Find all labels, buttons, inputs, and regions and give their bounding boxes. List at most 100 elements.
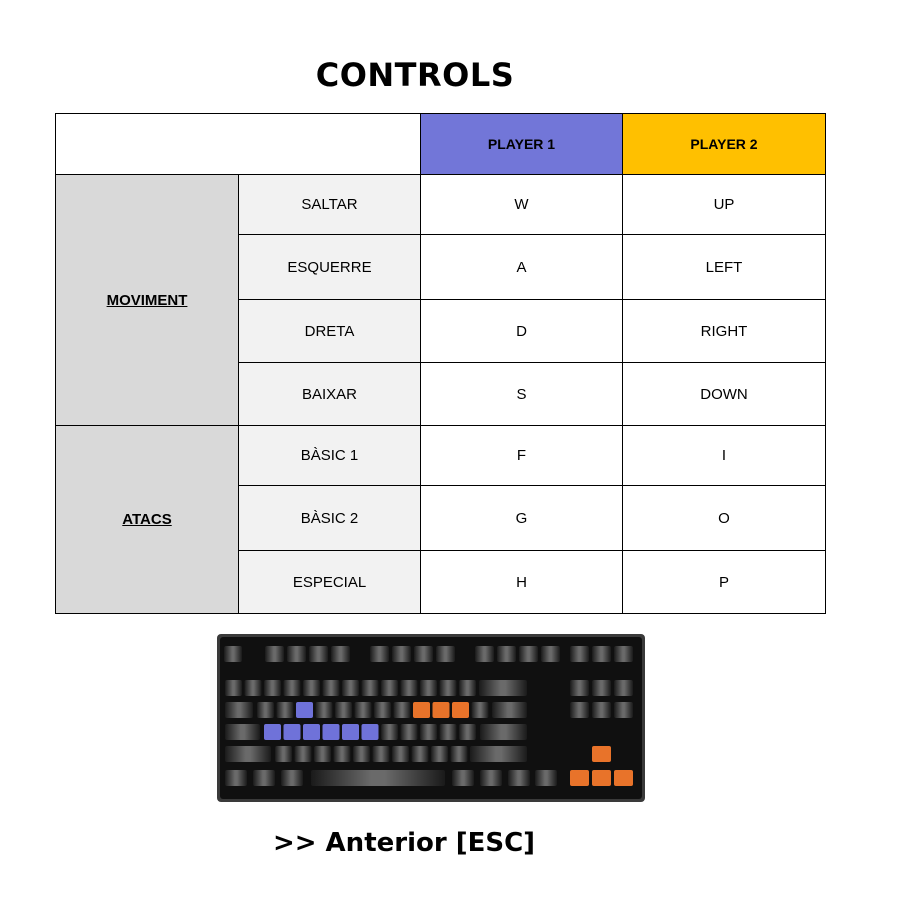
p2-key-cell: UP — [622, 174, 826, 235]
keyboard-key — [335, 702, 352, 718]
keyboard-key — [265, 646, 284, 662]
keyboard-key — [253, 770, 275, 786]
keyboard-key — [470, 746, 527, 762]
keyboard-key — [480, 724, 527, 740]
p1-key-cell: A — [420, 234, 623, 300]
group-atacs: ATACS — [55, 425, 239, 614]
keyboard-key — [372, 746, 390, 762]
keyboard-key — [541, 646, 560, 662]
keyboard-key — [492, 702, 527, 718]
keyboard-key — [459, 724, 476, 740]
keyboard-key — [411, 746, 429, 762]
p2-key-cell: I — [622, 425, 826, 486]
keyboard-key — [225, 724, 260, 740]
keyboard-key — [570, 770, 589, 786]
p2-key-cell: O — [622, 485, 826, 551]
keyboard-key — [303, 680, 320, 696]
keyboard-key — [420, 724, 437, 740]
keyboard-key — [361, 680, 379, 696]
header-player2: PLAYER 2 — [622, 113, 826, 175]
keyboard-key — [225, 770, 247, 786]
keyboard-key — [315, 702, 333, 718]
action-cell: BÀSIC 2 — [238, 485, 421, 551]
keyboard-key — [281, 770, 303, 786]
keyboard-key — [393, 702, 411, 718]
keyboard-key — [614, 702, 633, 718]
table-row: MOVIMENT SALTAR W UP — [55, 174, 826, 426]
keyboard-key — [414, 646, 433, 662]
keyboard-key — [381, 680, 398, 696]
keyboard-key — [392, 646, 411, 662]
keyboard-key — [264, 724, 281, 740]
keyboard-key — [322, 724, 340, 740]
action-cell: ESPECIAL — [238, 550, 421, 614]
keyboard-key — [452, 702, 469, 718]
keyboard-icon — [217, 634, 645, 802]
keyboard-key — [283, 680, 301, 696]
keyboard-key — [342, 680, 359, 696]
keyboard-key — [354, 702, 372, 718]
keyboard-key — [225, 746, 271, 762]
keyboard-key — [342, 724, 359, 740]
keyboard-key — [294, 746, 312, 762]
keyboard-key — [225, 680, 242, 696]
keyboard-key — [432, 702, 450, 718]
table-row: BAIXAR S DOWN — [56, 362, 826, 426]
action-cell: ESQUERRE — [238, 234, 421, 300]
keyboard-key — [592, 702, 611, 718]
keyboard-key — [400, 724, 418, 740]
keyboard-key — [264, 680, 281, 696]
keyboard-key — [570, 702, 589, 718]
action-cell: BAIXAR — [238, 362, 421, 426]
table-row: ATACS BÀSIC 1 F I — [55, 425, 826, 614]
keyboard-key — [471, 702, 489, 718]
page-title: CONTROLS — [315, 56, 515, 94]
keyboard-key — [322, 680, 340, 696]
keyboard-key — [570, 646, 589, 662]
table-row: BÀSIC 2 G O — [56, 485, 826, 551]
keyboard-key — [353, 746, 370, 762]
p2-key-cell: DOWN — [622, 362, 826, 426]
keyboard-key — [311, 770, 445, 786]
keyboard-key — [257, 702, 274, 718]
keyboard-key — [283, 724, 301, 740]
keyboard-key — [519, 646, 538, 662]
keyboard-key — [413, 702, 430, 718]
table-header-row: PLAYER 1 PLAYER 2 — [55, 113, 826, 175]
p2-key-cell: LEFT — [622, 234, 826, 300]
keyboard-key — [431, 746, 448, 762]
keyboard-key — [450, 746, 468, 762]
table-row: ESPECIAL H P — [56, 550, 826, 614]
keyboard-key — [244, 680, 262, 696]
keyboard-key — [497, 646, 516, 662]
keyboard-key — [436, 646, 455, 662]
keyboard-key — [314, 746, 331, 762]
p1-key-cell: G — [420, 485, 623, 551]
keyboard-key — [592, 770, 611, 786]
back-link[interactable]: >> Anterior [ESC] — [272, 828, 536, 858]
keyboard-image — [217, 634, 645, 807]
keyboard-key — [276, 702, 294, 718]
keyboard-key — [614, 646, 633, 662]
keyboard-key — [392, 746, 409, 762]
keyboard-key — [439, 724, 457, 740]
keyboard-key — [592, 646, 611, 662]
action-cell: BÀSIC 1 — [238, 425, 421, 486]
p1-key-cell: D — [420, 299, 623, 363]
header-empty-cell — [55, 113, 421, 175]
table-row: DRETA D RIGHT — [56, 299, 826, 363]
keyboard-key — [439, 680, 457, 696]
keyboard-key — [479, 680, 527, 696]
keyboard-key — [361, 724, 379, 740]
keyboard-key — [381, 724, 398, 740]
p2-key-cell: P — [622, 550, 826, 614]
keyboard-key — [508, 770, 530, 786]
keyboard-key — [614, 770, 633, 786]
keyboard-key — [374, 702, 391, 718]
header-player1: PLAYER 1 — [420, 113, 623, 175]
keyboard-key — [333, 746, 351, 762]
keyboard-key — [480, 770, 502, 786]
keyboard-key — [275, 746, 292, 762]
keyboard-key — [475, 646, 494, 662]
keyboard-key — [400, 680, 418, 696]
